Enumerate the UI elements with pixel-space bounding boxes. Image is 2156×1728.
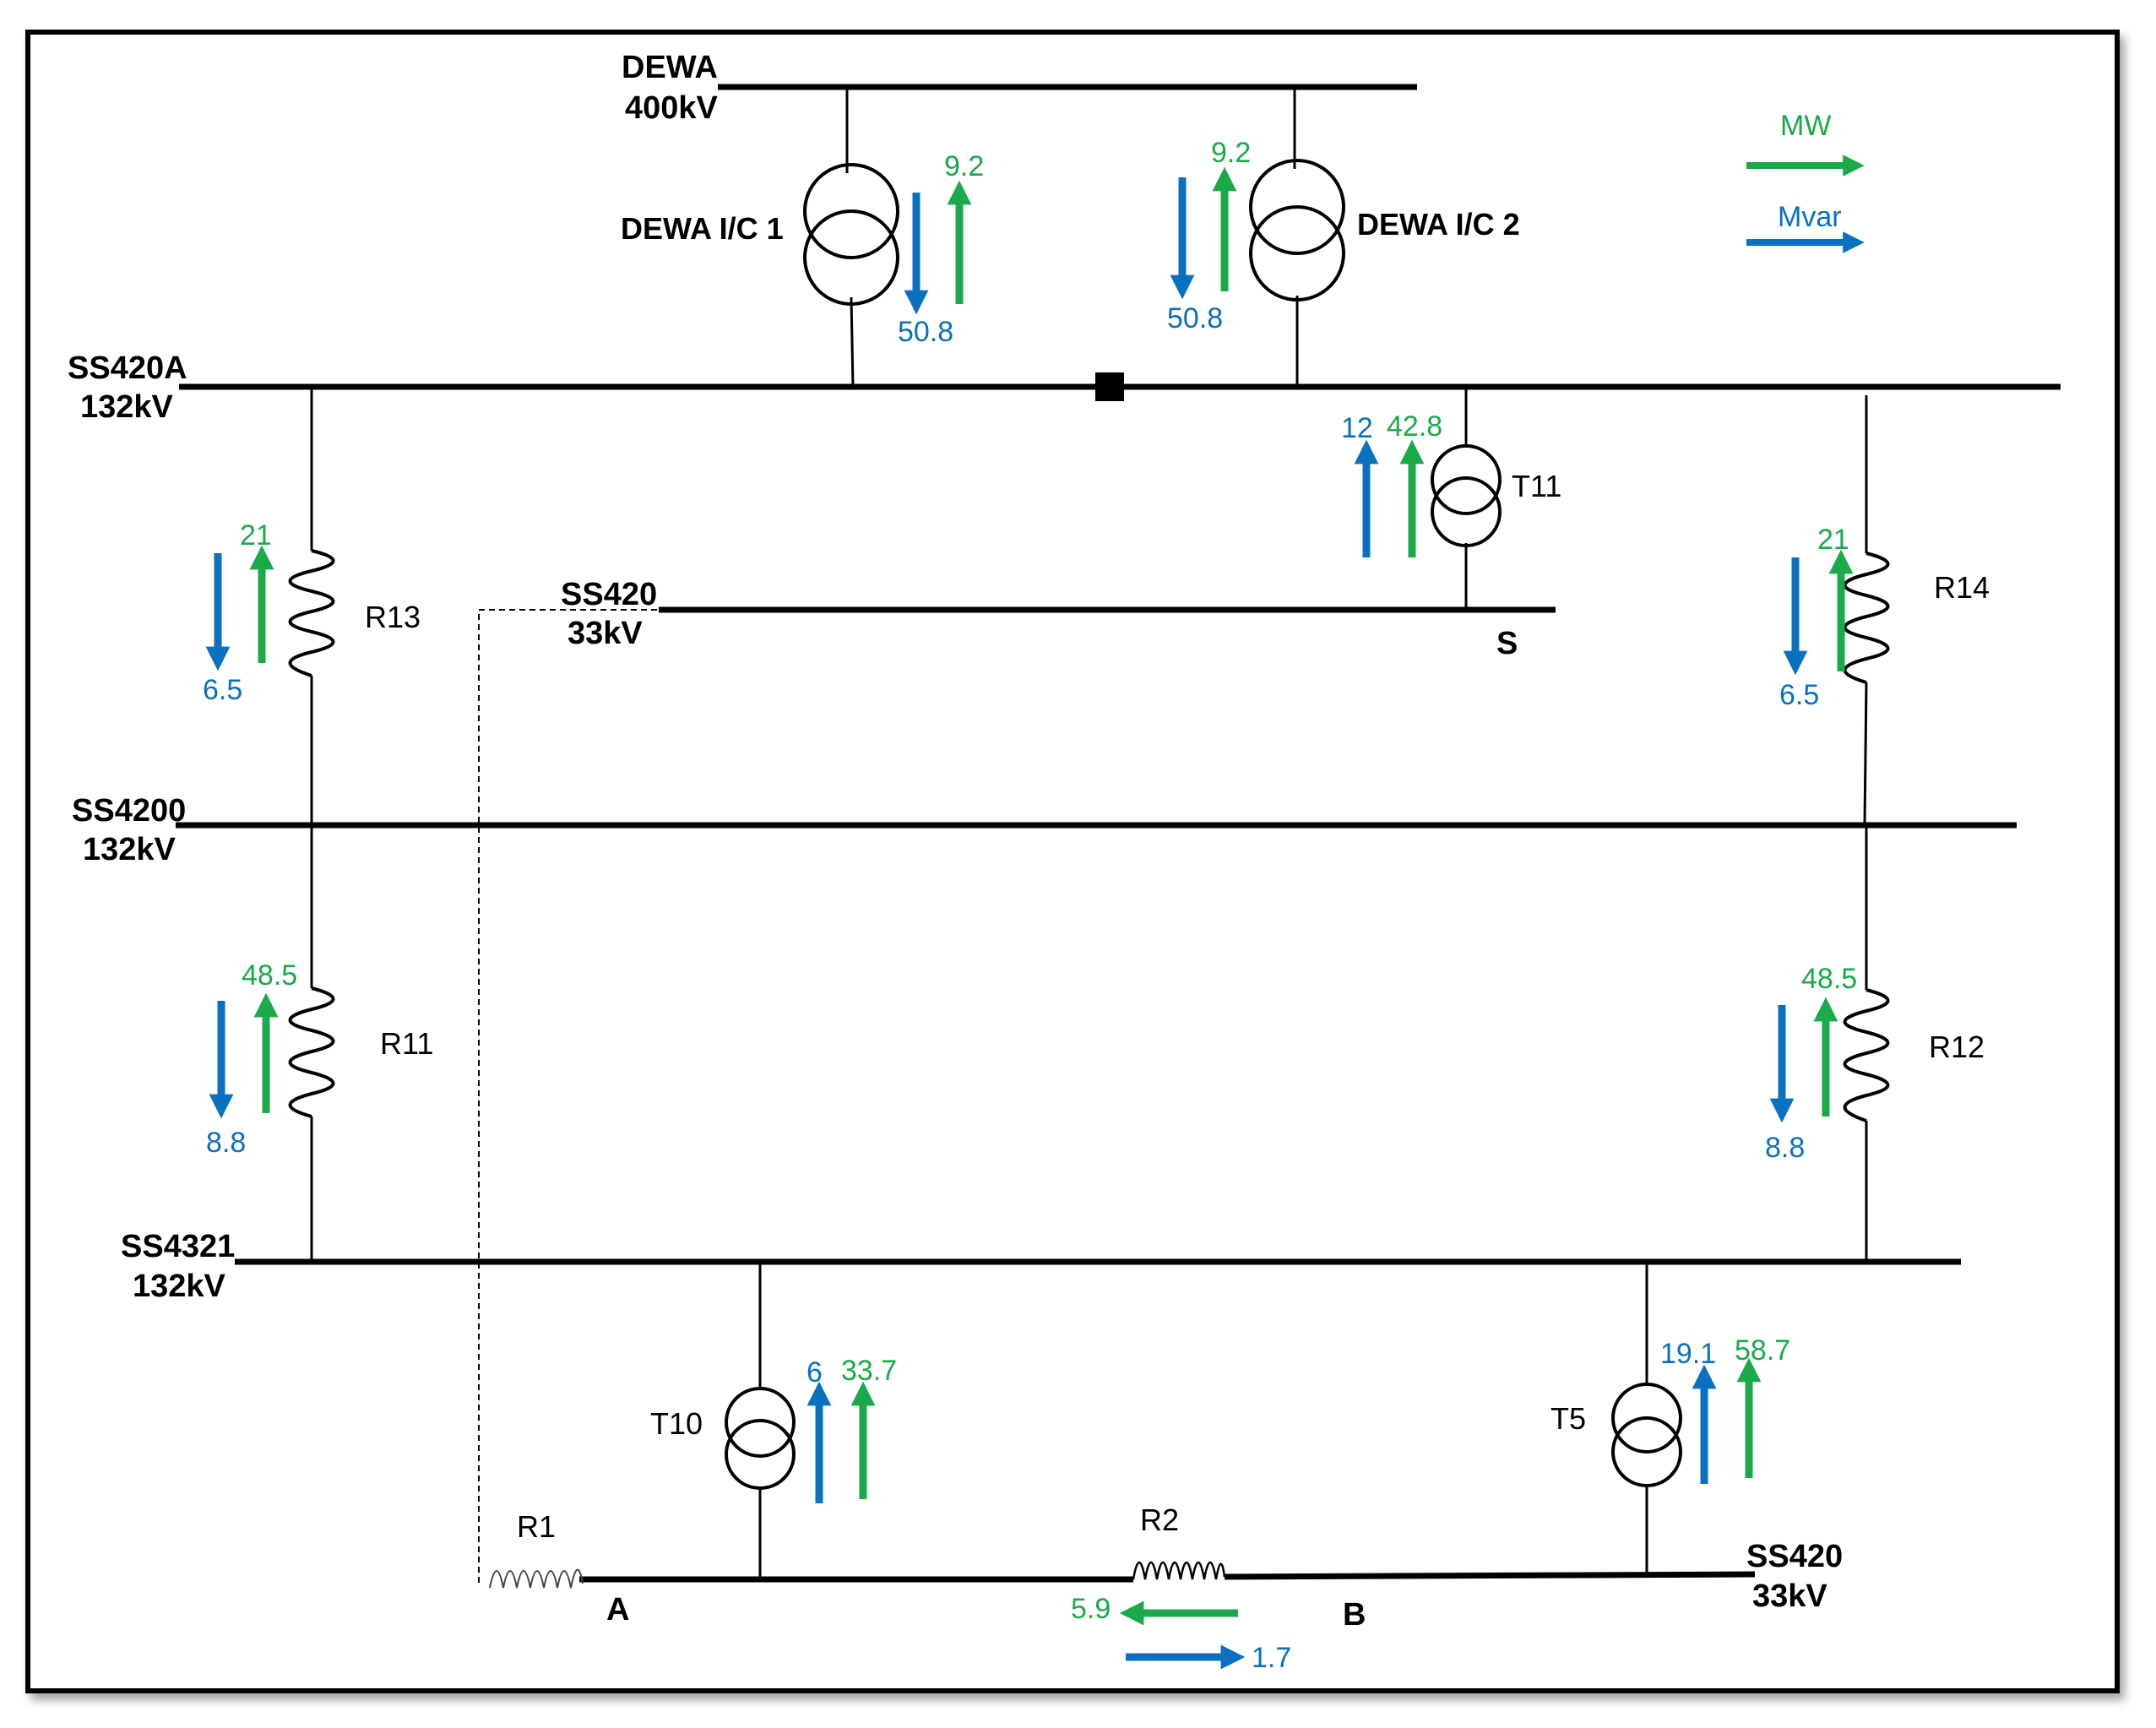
bus-ss420a-132kv-voltage: 132kV bbox=[80, 389, 174, 425]
dewa-ic2-mvar-value: 50.8 bbox=[1167, 302, 1223, 334]
r11-mw-value: 48.5 bbox=[242, 959, 297, 992]
wire-dewa-ic1-lv bbox=[850, 296, 855, 388]
reactor-r14 bbox=[1843, 552, 1890, 684]
bus-b-section bbox=[1224, 1571, 1756, 1580]
bus-dewa-400kv-voltage: 400kV bbox=[625, 90, 719, 126]
transformer-dewa-ic1 bbox=[803, 163, 899, 306]
bus-ss420a-132kv-name: SS420A bbox=[68, 350, 187, 386]
bus-coupler-breaker bbox=[1095, 372, 1124, 401]
bus-ss420-33kv-bottom-name: SS420 bbox=[1746, 1539, 1843, 1574]
t10-mvar-value: 6 bbox=[806, 1356, 823, 1388]
transformer-dewa-ic2 bbox=[1249, 159, 1345, 302]
dewa-ic1-mw-value: 9.2 bbox=[944, 150, 984, 182]
t11-mvar-value: 12 bbox=[1341, 412, 1373, 444]
r11-mvar-value: 8.8 bbox=[206, 1127, 246, 1159]
bus-ss420-33kv-bottom-voltage: 33kV bbox=[1752, 1579, 1827, 1614]
r12-mw-value: 48.5 bbox=[1801, 963, 1857, 995]
bus-ss420-33kv-top-name: SS420 bbox=[561, 577, 657, 612]
dewa-ic2-label: DEWA I/C 2 bbox=[1357, 207, 1520, 242]
r13-label: R13 bbox=[365, 600, 421, 634]
t10-mw-value: 33.7 bbox=[841, 1355, 897, 1387]
bus-ss420-33kv-top-voltage: 33kV bbox=[568, 616, 643, 651]
reactor-r12 bbox=[1843, 988, 1890, 1122]
r1-label: R1 bbox=[517, 1509, 556, 1544]
dewa-ic2-mw-value: 9.2 bbox=[1211, 137, 1251, 169]
t5-label: T5 bbox=[1550, 1401, 1586, 1436]
r2-mw-value: 5.9 bbox=[1071, 1593, 1111, 1625]
legend-mvar-label: Mvar bbox=[1778, 201, 1842, 233]
r14-mvar-value: 6.5 bbox=[1779, 679, 1819, 711]
reactor-r2 bbox=[1132, 1561, 1226, 1580]
t5-mw-value: 58.7 bbox=[1735, 1334, 1790, 1367]
t11-mw-value: 42.8 bbox=[1387, 410, 1442, 443]
r14-label: R14 bbox=[1934, 570, 1990, 605]
wire-r14-bottom bbox=[1863, 682, 1868, 826]
reactor-r1 bbox=[489, 1568, 584, 1589]
node-a-label: A bbox=[606, 1592, 629, 1627]
legend-mw-label: MW bbox=[1780, 110, 1831, 142]
bus-ss4321-132kv-name: SS4321 bbox=[121, 1229, 235, 1264]
diagram-frame bbox=[25, 30, 2120, 1693]
r2-label: R2 bbox=[1140, 1502, 1179, 1537]
transformer-t5 bbox=[1611, 1383, 1682, 1487]
bus-ss4321-132kv-voltage: 132kV bbox=[133, 1269, 226, 1304]
dewa-ic1-label: DEWA I/C 1 bbox=[621, 211, 784, 246]
r12-label: R12 bbox=[1929, 1030, 1985, 1064]
node-b-label: B bbox=[1343, 1597, 1366, 1633]
t5-mvar-value: 19.1 bbox=[1660, 1338, 1716, 1370]
bus-dewa-400kv-name: DEWA bbox=[622, 50, 718, 85]
reactor-r11 bbox=[288, 986, 335, 1118]
transformer-t11 bbox=[1431, 444, 1502, 547]
r2-mvar-value: 1.7 bbox=[1252, 1642, 1291, 1674]
dashed-tie-line bbox=[478, 609, 657, 1586]
node-s-label: S bbox=[1496, 626, 1518, 661]
t11-label: T11 bbox=[1512, 469, 1561, 503]
r14-mw-value: 21 bbox=[1817, 524, 1849, 556]
transformer-t10 bbox=[725, 1387, 796, 1490]
r13-mw-value: 21 bbox=[240, 519, 272, 552]
bus-ss4200-132kv-name: SS4200 bbox=[72, 793, 186, 829]
dewa-ic1-mvar-value: 50.8 bbox=[898, 316, 953, 348]
reactor-r13 bbox=[288, 549, 335, 677]
r11-label: R11 bbox=[380, 1026, 433, 1061]
bus-ss4200-132kv-voltage: 132kV bbox=[83, 832, 176, 867]
r13-mvar-value: 6.5 bbox=[203, 674, 242, 706]
t10-label: T10 bbox=[650, 1406, 703, 1441]
r12-mvar-value: 8.8 bbox=[1765, 1132, 1805, 1164]
